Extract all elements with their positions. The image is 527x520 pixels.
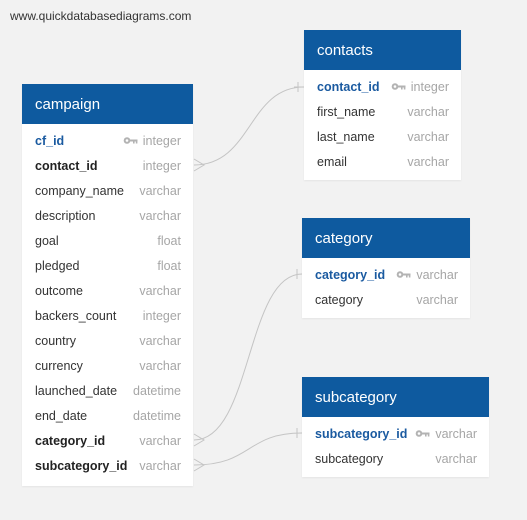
field-row[interactable]: pledged float (22, 253, 193, 278)
field-type-label: varchar (416, 267, 458, 282)
crow-foot-subcategory-id (193, 458, 205, 472)
field-name: subcategory_id (35, 458, 128, 473)
field-type: varchar (139, 183, 181, 198)
field-type: varchar (415, 427, 477, 441)
field-row[interactable]: first_name varchar (304, 99, 461, 124)
field-name: goal (35, 233, 59, 248)
field-name: category (315, 292, 363, 307)
field-row[interactable]: subcategory_id varchar (22, 453, 193, 478)
key-icon (391, 83, 406, 90)
key-icon (397, 271, 411, 278)
field-name: pledged (35, 258, 80, 273)
field-type: datetime (133, 383, 181, 398)
table-subcategory-fields: subcategory_id varchar subcategory varch… (302, 417, 489, 477)
field-row[interactable]: last_name varchar (304, 124, 461, 149)
table-contacts-title: contacts (317, 41, 373, 59)
field-type: varchar (407, 104, 449, 119)
field-row[interactable]: backers_count integer (22, 303, 193, 328)
field-type-label: integer (142, 133, 181, 148)
table-category[interactable]: category category_id varchar category va… (302, 218, 470, 318)
table-category-header[interactable]: category (302, 218, 470, 258)
table-category-fields: category_id varchar category varchar (302, 258, 470, 318)
link-category-id (193, 273, 303, 441)
field-type: datetime (133, 408, 181, 423)
table-subcategory-header[interactable]: subcategory (302, 377, 489, 417)
field-row[interactable]: category varchar (302, 287, 470, 312)
field-type: varchar (416, 292, 458, 307)
field-name: email (317, 154, 347, 169)
field-row[interactable]: cf_id integer (22, 128, 193, 153)
field-name: cf_id (35, 133, 65, 148)
field-type: varchar (139, 433, 181, 448)
table-subcategory-title: subcategory (315, 388, 397, 406)
crow-foot-contact-id (193, 158, 205, 172)
field-name: subcategory_id (315, 426, 408, 441)
field-type: varchar (396, 268, 458, 282)
table-category-title: category (315, 229, 373, 247)
field-type: varchar (139, 458, 181, 473)
field-row[interactable]: company_name varchar (22, 178, 193, 203)
field-name: outcome (35, 283, 83, 298)
one-mark-contact-id (294, 82, 304, 92)
field-row[interactable]: description varchar (22, 203, 193, 228)
table-contacts-fields: contact_id integer first_name varchar la… (304, 70, 461, 180)
field-row[interactable]: category_id varchar (22, 428, 193, 453)
field-name: currency (35, 358, 83, 373)
table-campaign-title: campaign (35, 95, 101, 113)
field-type: integer (142, 158, 181, 173)
field-type: varchar (139, 283, 181, 298)
table-campaign[interactable]: campaign cf_id integer contact_id intege… (22, 84, 193, 486)
field-name: last_name (317, 129, 375, 144)
field-name: description (35, 208, 96, 223)
field-type: integer (123, 134, 181, 148)
table-campaign-header[interactable]: campaign (22, 84, 193, 124)
field-type-label: varchar (435, 426, 477, 441)
field-row[interactable]: contact_id integer (304, 74, 461, 99)
field-name: contact_id (317, 79, 380, 94)
table-contacts[interactable]: contacts contact_id integer first_name v… (304, 30, 461, 180)
field-row[interactable]: launched_date datetime (22, 378, 193, 403)
table-subcategory[interactable]: subcategory subcategory_id varchar subca… (302, 377, 489, 477)
field-type: float (157, 233, 181, 248)
field-row[interactable]: email varchar (304, 149, 461, 174)
field-row[interactable]: country varchar (22, 328, 193, 353)
field-name: launched_date (35, 383, 118, 398)
field-type: varchar (407, 154, 449, 169)
field-type: float (157, 258, 181, 273)
field-row[interactable]: outcome varchar (22, 278, 193, 303)
table-campaign-fields: cf_id integer contact_id integer company… (22, 124, 193, 486)
link-subcategory-id (193, 432, 303, 466)
crow-foot-category-id (193, 433, 205, 447)
field-type: integer (142, 308, 181, 323)
field-type-label: integer (410, 79, 449, 94)
field-row[interactable]: subcategory varchar (302, 446, 489, 471)
field-row[interactable]: end_date datetime (22, 403, 193, 428)
table-contacts-header[interactable]: contacts (304, 30, 461, 70)
field-name: backers_count (35, 308, 117, 323)
field-type: varchar (407, 129, 449, 144)
field-type: varchar (435, 451, 477, 466)
watermark: www.quickdatabasediagrams.com (10, 9, 192, 23)
field-name: first_name (317, 104, 376, 119)
field-name: company_name (35, 183, 124, 198)
field-row[interactable]: subcategory_id varchar (302, 421, 489, 446)
field-name: category_id (315, 267, 386, 282)
key-icon (416, 430, 430, 437)
field-row[interactable]: category_id varchar (302, 262, 470, 287)
field-name: end_date (35, 408, 88, 423)
field-name: contact_id (35, 158, 98, 173)
field-type: varchar (139, 358, 181, 373)
field-name: subcategory (315, 451, 384, 466)
field-row[interactable]: contact_id integer (22, 153, 193, 178)
field-name: category_id (35, 433, 106, 448)
field-row[interactable]: currency varchar (22, 353, 193, 378)
field-name: country (35, 333, 76, 348)
key-icon (123, 137, 138, 144)
field-type: varchar (139, 333, 181, 348)
field-type: varchar (139, 208, 181, 223)
field-row[interactable]: goal float (22, 228, 193, 253)
field-type: integer (391, 80, 449, 94)
link-contact-id (193, 86, 305, 166)
